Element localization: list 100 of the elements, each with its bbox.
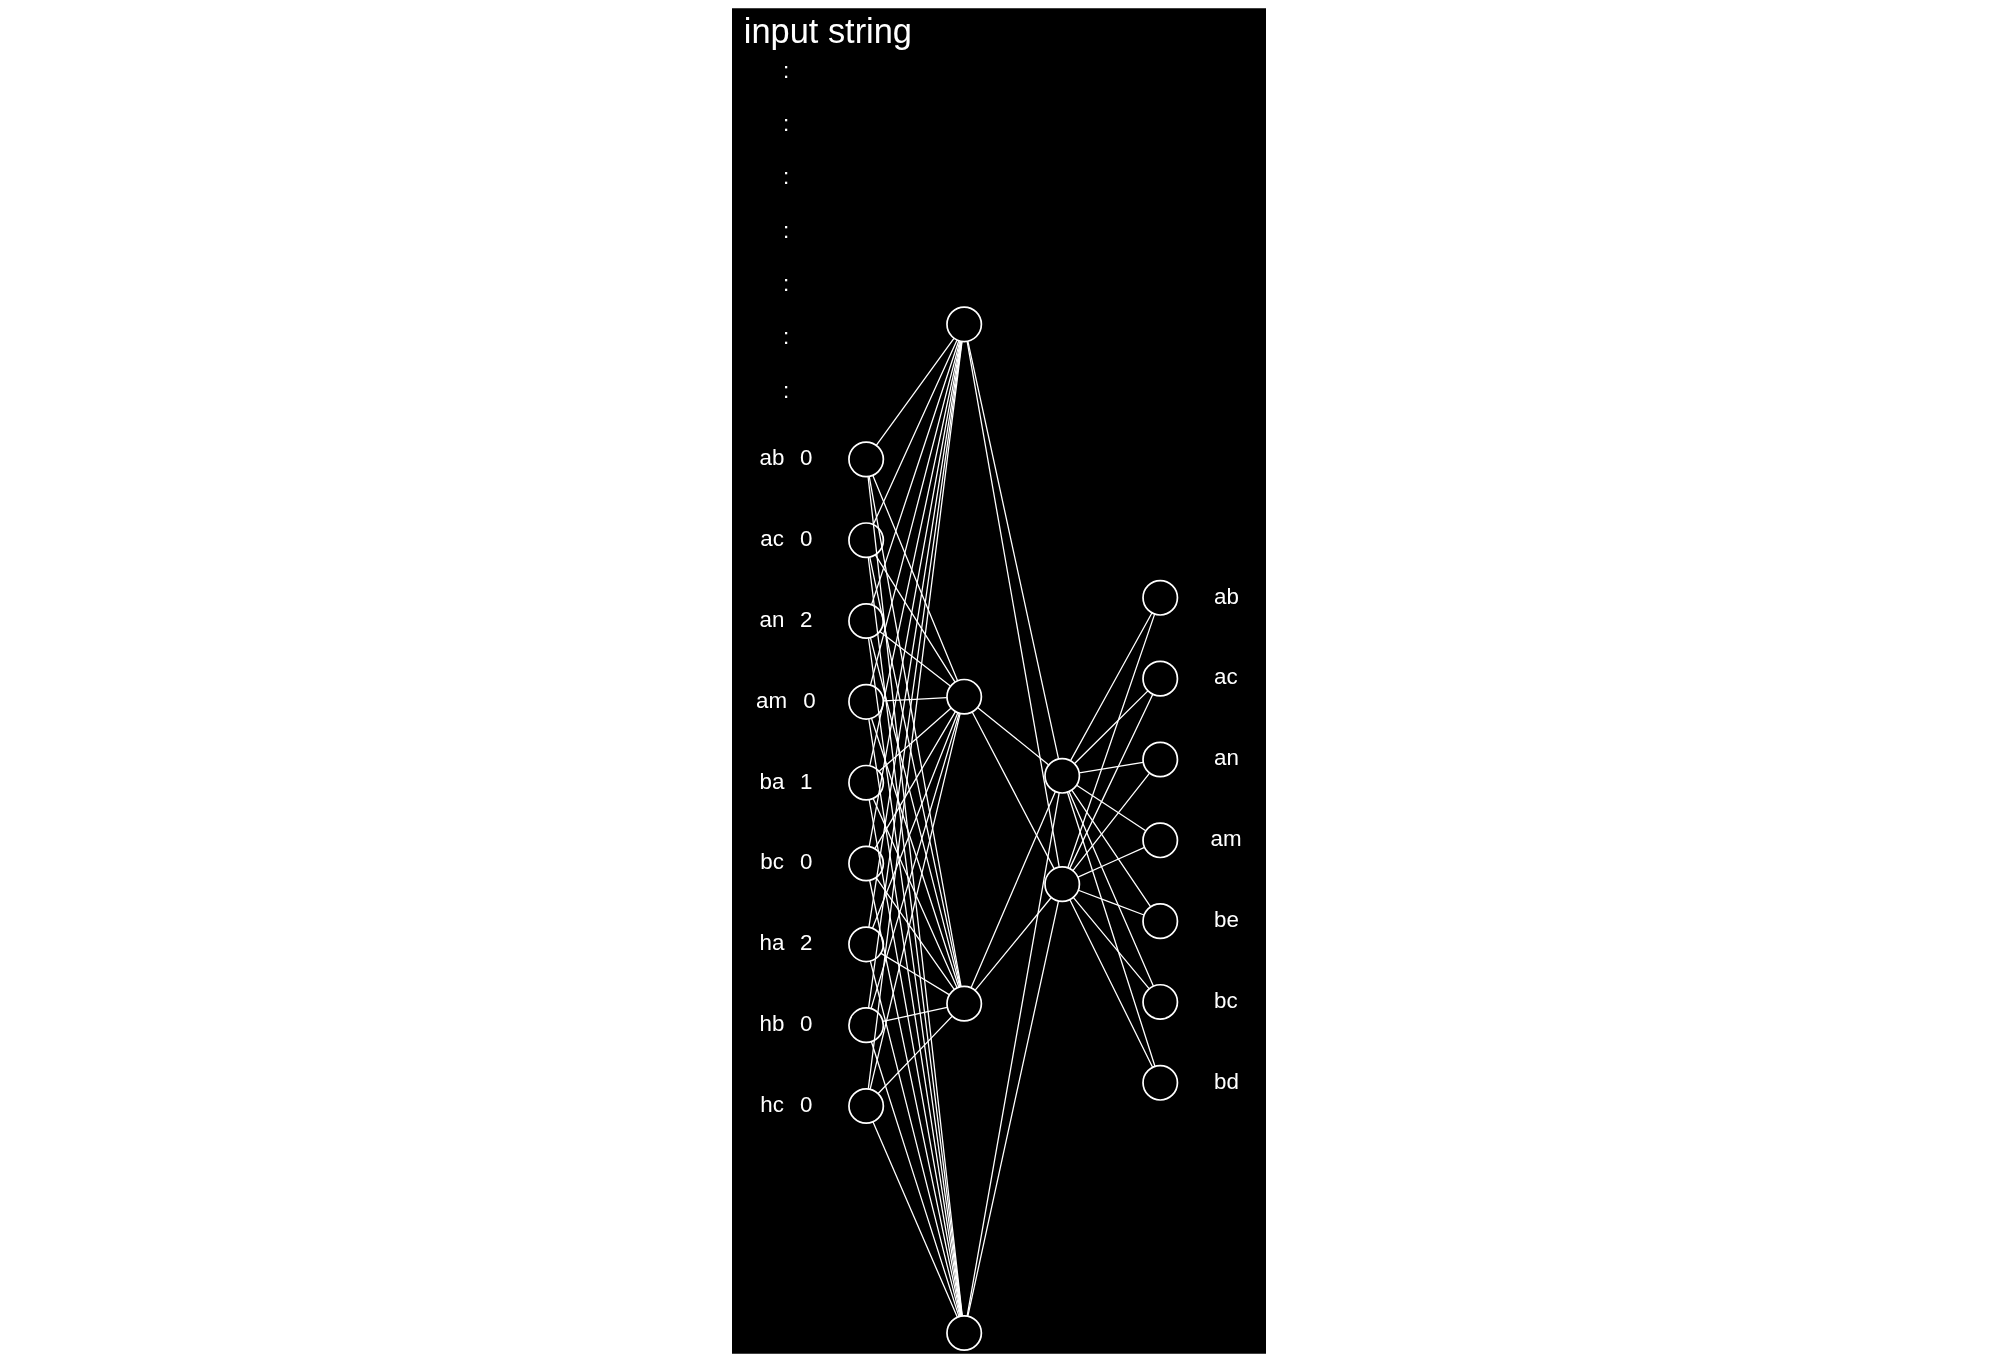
node-circle (1044, 757, 1081, 794)
node-circle (848, 1007, 885, 1044)
node-label: 0 (803, 687, 816, 713)
connector (1071, 789, 1152, 908)
node-label: am (756, 687, 788, 713)
connector (869, 879, 962, 1317)
node-circle (1142, 660, 1179, 697)
connector (872, 339, 958, 525)
node-label: 0 (799, 526, 813, 552)
connector (1077, 889, 1145, 916)
node-circle (946, 306, 983, 343)
connector (1069, 693, 1154, 869)
connector (869, 340, 962, 767)
label: : (783, 164, 790, 190)
node-circle (946, 1314, 983, 1352)
node-circle (1142, 903, 1179, 940)
node-label: bd (1213, 1068, 1239, 1094)
node-circle (848, 926, 885, 963)
connector (874, 711, 957, 850)
connector (869, 556, 962, 988)
connector (870, 1041, 960, 1318)
connector (1072, 772, 1151, 872)
node-label: an (759, 606, 785, 632)
node-label: ac (1213, 664, 1238, 690)
connector (970, 791, 1056, 989)
connector (868, 475, 962, 988)
node-label: ba (759, 768, 785, 794)
connector (871, 712, 959, 929)
connector (977, 707, 1050, 766)
connector (1072, 896, 1150, 990)
connector (875, 877, 955, 991)
node-label: ab (759, 445, 785, 471)
connector (882, 1006, 948, 1023)
connector (967, 340, 1060, 760)
connector (966, 340, 1060, 868)
connector (1073, 690, 1149, 765)
connector (874, 554, 956, 683)
connector (974, 897, 1052, 991)
node-label: be (1213, 906, 1239, 932)
connector (1076, 784, 1147, 832)
node-circle (946, 678, 983, 715)
label: : (783, 271, 790, 297)
node-label: am (1210, 826, 1242, 852)
label: : (783, 57, 790, 83)
connector (882, 696, 948, 702)
node-label: ab (1213, 583, 1239, 609)
node-circle (1142, 1064, 1179, 1101)
node-label: bc (760, 849, 784, 875)
node-circle (1142, 579, 1179, 616)
connector (967, 900, 1060, 1317)
node-circle (848, 764, 885, 801)
connector (1068, 791, 1154, 987)
node-label: ha (759, 930, 785, 956)
label: : (783, 324, 790, 350)
node-label: 2 (799, 930, 813, 956)
connector (1078, 761, 1144, 774)
connector (872, 474, 959, 682)
node-label: 0 (799, 1091, 813, 1117)
connector (872, 797, 958, 989)
connector (1069, 612, 1153, 762)
connector (870, 340, 960, 606)
connector (1067, 613, 1156, 869)
node-circle (946, 985, 983, 1022)
connector (869, 340, 961, 686)
connector (869, 713, 961, 1090)
node-label: 2 (799, 606, 813, 632)
node-circle (848, 441, 885, 478)
node-label: bc (1213, 987, 1238, 1013)
connector (869, 637, 961, 988)
connector (1077, 846, 1146, 878)
connector (869, 960, 961, 1317)
node-circle (1142, 822, 1179, 859)
label: : (783, 217, 790, 243)
connector (872, 1121, 958, 1318)
node-label: an (1213, 745, 1239, 771)
connector (877, 1015, 953, 1095)
node-circle (1142, 983, 1179, 1020)
node-label: 1 (799, 768, 813, 794)
node-circle (848, 683, 885, 720)
node-circle (1044, 866, 1081, 903)
node-circle (848, 1087, 885, 1125)
label: : (783, 377, 790, 403)
connector (966, 792, 1060, 1317)
connector (875, 337, 955, 447)
node-label: ac (760, 526, 784, 552)
connector (879, 630, 951, 687)
label: : (783, 111, 790, 137)
node-circle (1142, 741, 1179, 778)
node-circle (848, 845, 885, 882)
connector (880, 952, 950, 996)
node-label: 0 (799, 1011, 813, 1037)
node-circle (848, 602, 885, 640)
connector (878, 707, 952, 772)
diagram-title: input string (743, 11, 912, 50)
node-label: hb (759, 1011, 785, 1037)
connector (1066, 791, 1156, 1067)
node-label: 0 (799, 849, 813, 875)
connector (1069, 899, 1154, 1068)
node-circle (848, 522, 885, 559)
node-label: 0 (799, 445, 813, 471)
